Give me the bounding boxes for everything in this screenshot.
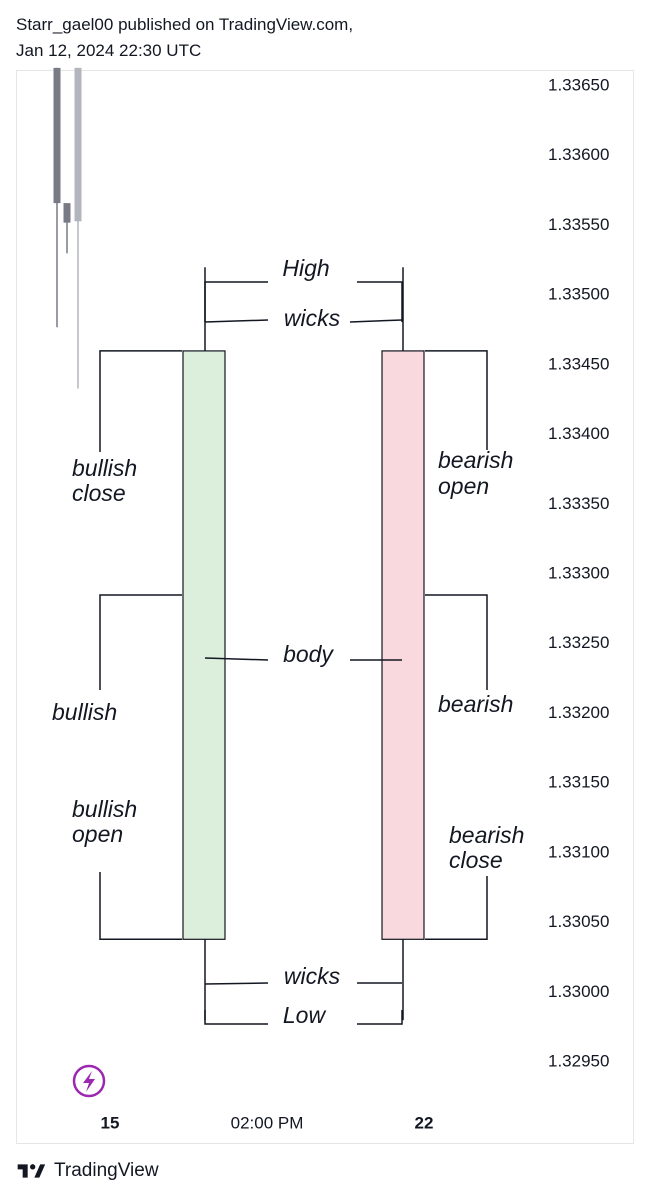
y-tick-label: 1.33600 [548, 145, 609, 164]
bearish-open-bracket [425, 350, 488, 450]
label-bullish: bullish [52, 699, 117, 725]
bearish-close-bracket [425, 876, 488, 941]
high-guide-left [204, 281, 268, 322]
y-tick-label: 1.33150 [548, 773, 609, 792]
bullish-bracket [99, 594, 182, 690]
y-tick-label: 1.33450 [548, 354, 609, 373]
label-wicks-bottom: wicks [284, 963, 341, 989]
body-guide-left [204, 657, 269, 661]
label-bullish-close-1: bullish [72, 455, 137, 481]
y-tick-label: 1.33250 [548, 633, 609, 652]
label-bullish-close-2: close [72, 480, 126, 506]
bullish-open-bracket [99, 872, 182, 941]
x-tick-label: 02:00 PM [231, 1113, 304, 1132]
label-bearish-close-2: close [449, 847, 503, 873]
y-tick-label: 1.32950 [548, 1051, 609, 1070]
high-guide-right [357, 281, 403, 322]
y-tick-label: 1.33200 [548, 703, 609, 722]
x-tick-label: 22 [415, 1113, 434, 1132]
publish-date: Jan 12, 2024 22:30 UTC [16, 41, 202, 60]
low-guide-left [204, 1010, 268, 1025]
y-tick-label: 1.33550 [548, 215, 609, 234]
wicks-top-guide-left [204, 319, 269, 323]
y-tick-label: 1.33050 [548, 912, 609, 931]
y-tick-label: 1.33350 [548, 494, 609, 513]
wicks-top-guide-right [349, 319, 403, 323]
publisher-line: Starr_gael00 published on TradingView.co… [16, 15, 354, 34]
label-bearish-open-1: bearish [438, 447, 513, 473]
bullish-close-bracket [99, 350, 182, 452]
low-guide-right [357, 1010, 403, 1025]
bullish-candle-body [182, 350, 226, 940]
footer: TradingView [16, 1160, 159, 1182]
y-tick-label: 1.33650 [548, 75, 609, 94]
bg-candle-body [63, 203, 71, 223]
label-high: High [282, 255, 329, 281]
label-bearish: bearish [438, 691, 513, 717]
label-bearish-close-1: bearish [449, 822, 524, 848]
chart-frame [16, 70, 634, 1144]
label-low: Low [283, 1002, 327, 1028]
y-tick-label: 1.33400 [548, 424, 609, 443]
y-tick-label: 1.33000 [548, 982, 609, 1001]
bg-candle-body [53, 67, 61, 204]
label-bullish-open-1: bullish [72, 796, 137, 822]
x-tick-label: 15 [101, 1113, 120, 1132]
bg-candle-body [74, 67, 82, 222]
tradingview-logo-icon[interactable] [16, 1161, 46, 1181]
lightning-icon[interactable] [72, 1064, 106, 1098]
y-tick-label: 1.33100 [548, 842, 609, 861]
bearish-bracket [425, 594, 488, 690]
brand-name[interactable]: TradingView [54, 1160, 159, 1181]
y-tick-label: 1.33300 [548, 563, 609, 582]
publish-header: Starr_gael00 published on TradingView.co… [16, 12, 353, 64]
label-bullish-open-2: open [72, 821, 123, 847]
y-tick-label: 1.33500 [548, 285, 609, 304]
label-body: body [283, 641, 334, 667]
label-bearish-open-2: open [438, 473, 489, 499]
wicks-bottom-guide-left [204, 982, 269, 985]
bearish-candle-body [381, 350, 425, 940]
label-wicks-top: wicks [284, 305, 341, 331]
